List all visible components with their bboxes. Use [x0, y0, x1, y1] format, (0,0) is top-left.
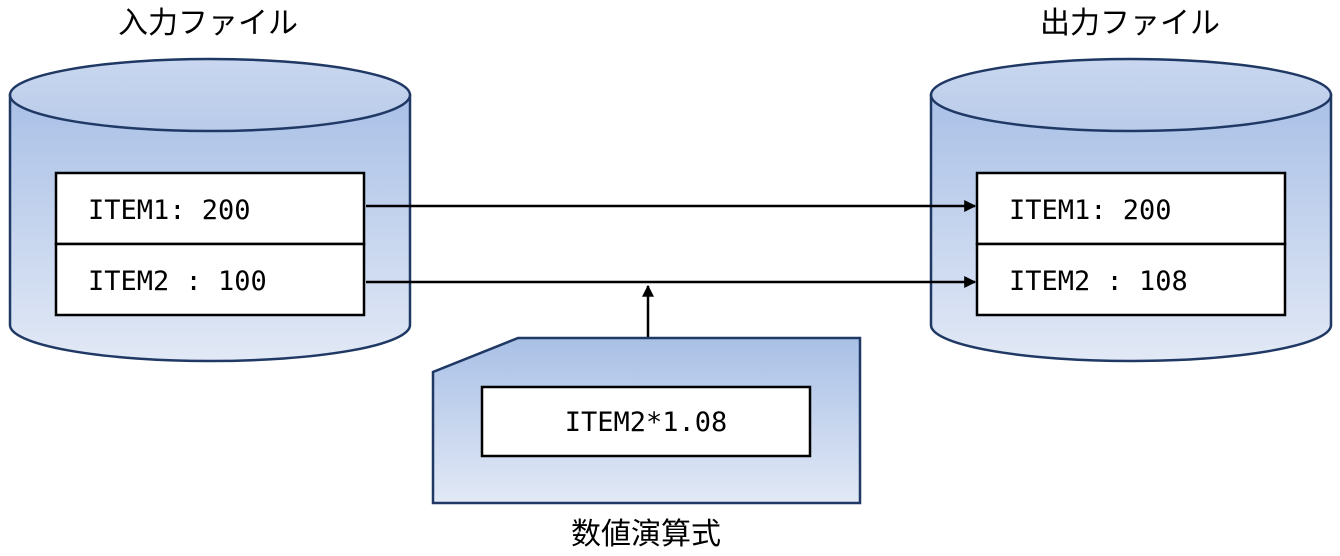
output-field-item2: ITEM2 : 108	[1009, 266, 1188, 297]
output-record: ITEM1: 200 ITEM2 : 108	[975, 171, 1287, 317]
output-file-title: 出力ファイル	[1040, 6, 1220, 41]
output-field-item1: ITEM1: 200	[1009, 195, 1172, 226]
input-field-item1: ITEM1: 200	[88, 195, 251, 226]
expression-title: 数値演算式	[571, 517, 721, 552]
output-field-item2-box	[975, 242, 1287, 317]
input-field-item2: ITEM2 : 100	[88, 266, 267, 297]
expression-card: ITEM2*1.08	[431, 336, 862, 505]
input-record: ITEM1: 200 ITEM2 : 100	[54, 171, 366, 317]
input-file-title: 入力ファイル	[118, 6, 298, 41]
expression-formula-box	[480, 385, 812, 458]
input-field-item2-box	[54, 242, 366, 317]
output-field-item1-box	[975, 171, 1287, 246]
input-field-item1-box	[54, 171, 366, 246]
expression-formula: ITEM2*1.08	[565, 407, 728, 438]
